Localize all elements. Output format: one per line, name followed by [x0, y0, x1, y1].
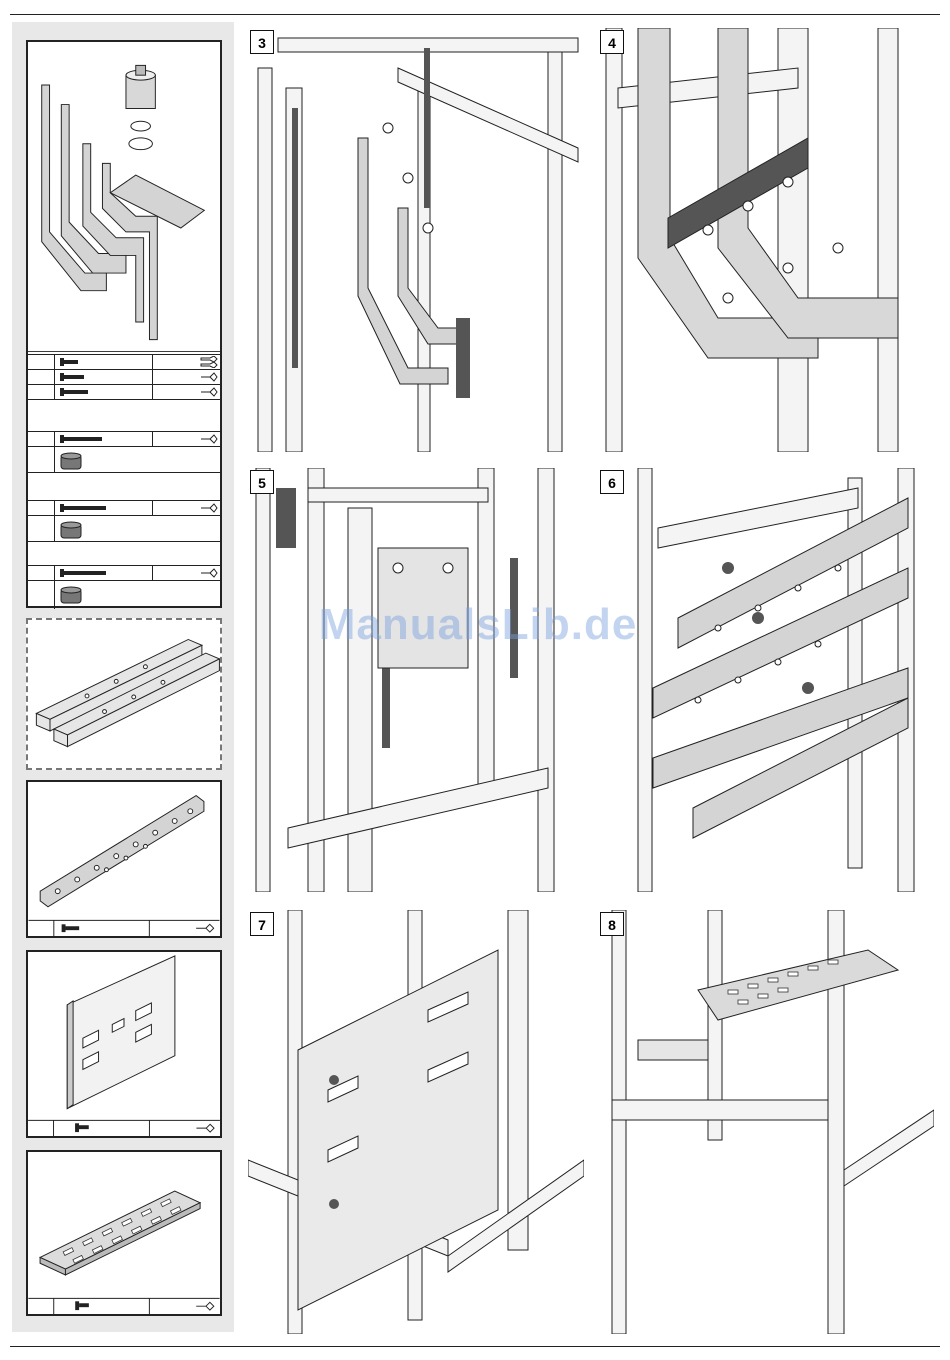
step-8-illustration [598, 910, 934, 1334]
wrench-icon [200, 371, 218, 383]
bracket-kit-box [26, 40, 222, 608]
screw-icon [60, 388, 90, 396]
step-number: 8 [600, 912, 624, 936]
part-row [28, 446, 220, 472]
step-7-panel: 7 [248, 910, 584, 1334]
screw-icon [60, 569, 108, 577]
cable-tray-illustration [28, 1152, 220, 1314]
rails-box [26, 618, 222, 770]
part-row [28, 565, 220, 580]
step-number: 4 [600, 30, 624, 54]
part-row [28, 369, 220, 384]
screw-icon [75, 1301, 89, 1310]
part-row [28, 431, 220, 446]
part-row [28, 515, 220, 541]
wrench-icon [196, 924, 214, 932]
bottom-rule [10, 1346, 940, 1347]
wrench-icon [196, 1124, 214, 1132]
step-5-illustration [248, 468, 584, 892]
top-rule [10, 14, 940, 15]
wrench-icon [200, 567, 218, 579]
wrench-icon [196, 1302, 214, 1310]
step-8-panel: 8 [598, 910, 934, 1334]
step-3-illustration [248, 28, 584, 452]
step-5-panel: 5 [248, 468, 584, 892]
screw-icon [75, 1123, 89, 1132]
wrench-icon [200, 502, 218, 514]
part-row [28, 580, 220, 608]
cable-tray-box [26, 1150, 222, 1316]
watermark: ManualsLib.de [288, 600, 668, 650]
parts-column [12, 22, 234, 1332]
insulator-icon [126, 65, 155, 149]
step-4-illustration [598, 28, 934, 452]
part-row [28, 354, 220, 369]
spacer-icon [60, 585, 82, 605]
part-row-spacer [28, 472, 220, 500]
wrench-icon [200, 356, 218, 368]
spacer-icon [60, 451, 82, 471]
part-row [28, 384, 220, 399]
wrench-icon [200, 386, 218, 398]
step-7-illustration [248, 910, 584, 1334]
rail-illustration [28, 620, 220, 768]
step-number: 5 [250, 470, 274, 494]
spacer-icon [60, 520, 82, 540]
bracket-icon [42, 85, 205, 340]
busbar-support-box [26, 780, 222, 938]
mounting-plate-box [26, 950, 222, 1138]
screw-icon [60, 373, 86, 381]
support-bar-illustration [28, 782, 220, 936]
part-row-spacer [28, 541, 220, 565]
step-6-panel: 6 [598, 468, 934, 892]
step-6-illustration [598, 468, 934, 892]
part-row-spacer [28, 399, 220, 431]
screw-icon [60, 504, 108, 512]
screw-icon [62, 924, 80, 932]
wrench-icon [200, 433, 218, 445]
step-number: 3 [250, 30, 274, 54]
step-4-panel: 4 [598, 28, 934, 452]
screw-icon [60, 358, 80, 366]
part-row [28, 500, 220, 515]
step-number: 6 [600, 470, 624, 494]
mounting-plate-illustration [28, 952, 220, 1136]
screw-icon [60, 435, 104, 443]
step-3-panel: 3 [248, 28, 584, 452]
step-number: 7 [250, 912, 274, 936]
